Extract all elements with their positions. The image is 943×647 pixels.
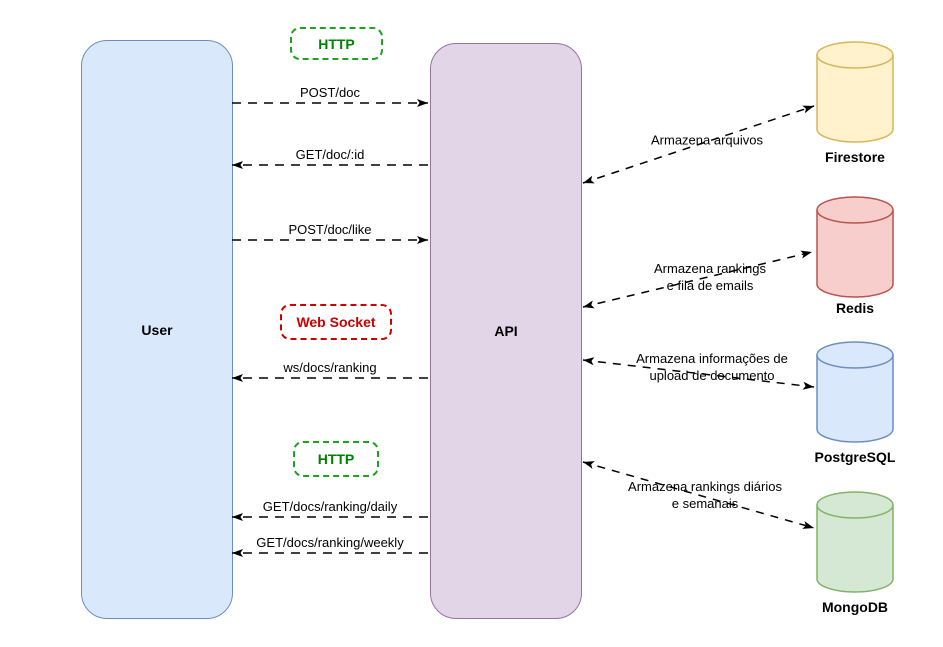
firestore-cylinder xyxy=(816,41,894,143)
websocket-badge-label: Web Socket xyxy=(296,314,376,330)
user-box: User xyxy=(81,40,233,619)
postgresql-cylinder xyxy=(816,341,894,443)
firestore-label: Firestore xyxy=(825,149,885,165)
api-box: API xyxy=(430,43,582,619)
message-label-post-doc: POST/doc xyxy=(300,85,360,100)
link-label-redis: Armazena rankings e fila de emails xyxy=(654,261,766,293)
message-label-get-ranking-weekly: GET/docs/ranking/weekly xyxy=(256,535,404,550)
message-label-get-doc-id: GET/doc/:id xyxy=(295,147,365,162)
http-badge-top-label: HTTP xyxy=(318,35,355,52)
message-label-ws-docs-ranking: ws/docs/ranking xyxy=(283,360,377,375)
arrow-api-mongodb xyxy=(582,461,815,529)
message-label-post-doc-like: POST/doc/like xyxy=(288,222,372,237)
user-box-label: User xyxy=(141,321,173,338)
mongodb-label: MongoDB xyxy=(821,599,889,615)
message-label-get-ranking-daily: GET/docs/ranking/daily xyxy=(262,499,398,514)
link-label-postgresql: Armazena informações de upload de docume… xyxy=(636,351,788,383)
link-label-firestore: Armazena arquivos xyxy=(651,132,763,148)
redis-label: Redis xyxy=(835,300,875,316)
link-label-mongodb: Armazena rankings diários e semanais xyxy=(628,479,782,511)
http-badge-bottom-label: HTTP xyxy=(317,451,355,467)
postgresql-label: PostgreSQL xyxy=(814,449,896,465)
arrow-api-firestore xyxy=(582,105,815,184)
http-badge-bottom: HTTP xyxy=(293,441,379,477)
arrow-api-redis xyxy=(582,250,813,309)
http-badge-top: HTTP xyxy=(290,27,383,60)
api-box-label: API xyxy=(494,323,518,339)
websocket-badge: Web Socket xyxy=(280,304,392,340)
mongodb-cylinder xyxy=(816,491,894,593)
redis-cylinder xyxy=(816,196,894,298)
